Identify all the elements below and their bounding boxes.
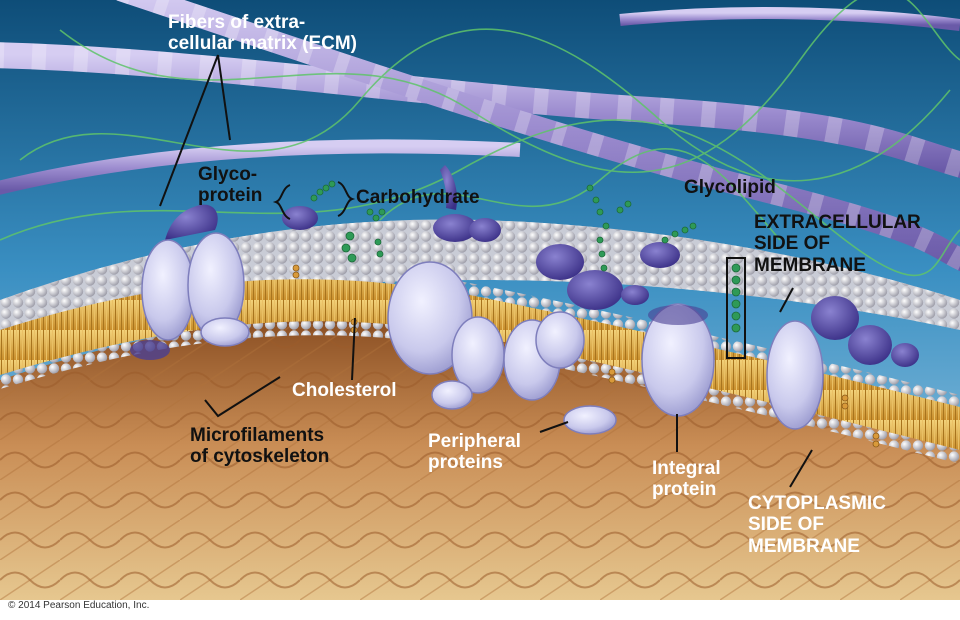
ecm-fibers xyxy=(0,0,960,272)
glycolipid-label: Glycolipid xyxy=(684,177,776,198)
cytoplasmic-side-line-1: CYTOPLASMIC xyxy=(748,493,886,514)
ecm-label-line-2: cellular matrix (ECM) xyxy=(168,33,357,55)
integral-protein-label: Integral protein xyxy=(652,458,721,501)
extracellular-side-line-3: MEMBRANE xyxy=(754,254,866,276)
microfilaments-label: Microfilaments of cytoskeleton xyxy=(190,425,329,468)
membrane-proteins xyxy=(130,232,824,435)
cytoplasmic-side-label: CYTOPLASMIC SIDE OF MEMBRANE xyxy=(748,493,886,557)
glycolipid-chain xyxy=(726,257,746,359)
carbohydrate-label: Carbohydrate xyxy=(356,187,480,208)
integral-label-line-2: protein xyxy=(652,479,717,501)
cholesterol-label: Cholesterol xyxy=(292,380,397,401)
glycoprotein-label-line-1: Glyco- xyxy=(198,164,258,185)
ecm-label-line-1: Fibers of extra- xyxy=(168,12,306,33)
peripheral-label-line-1: Peripheral xyxy=(428,431,521,452)
extracellular-side-line-1: EXTRACELLULAR xyxy=(754,212,921,233)
peripheral-proteins-label: Peripheral proteins xyxy=(428,431,521,474)
carbohydrate-chains xyxy=(310,180,697,272)
microfilaments-label-line-2: of cytoskeleton xyxy=(190,446,330,468)
integral-label-line-1: Integral xyxy=(652,458,721,479)
ecm-label: Fibers of extra- cellular matrix (ECM) xyxy=(168,12,357,55)
copyright-notice: © 2014 Pearson Education, Inc. xyxy=(8,600,150,611)
extracellular-side-line-2: SIDE OF xyxy=(754,233,831,255)
leader-lines xyxy=(159,54,813,488)
cytoplasmic-side-line-2: SIDE OF xyxy=(748,514,825,536)
glycoprotein-label: Glyco- protein xyxy=(198,164,262,207)
peripheral-label-line-2: proteins xyxy=(428,452,503,474)
surface-protein-blobs xyxy=(165,165,919,367)
cytoplasmic-side-line-3: MEMBRANE xyxy=(748,535,860,557)
microfilaments-label-line-1: Microfilaments xyxy=(190,425,325,446)
extracellular-side-label: EXTRACELLULAR SIDE OF MEMBRANE xyxy=(754,212,921,276)
glycoprotein-label-line-2: protein xyxy=(198,185,263,207)
